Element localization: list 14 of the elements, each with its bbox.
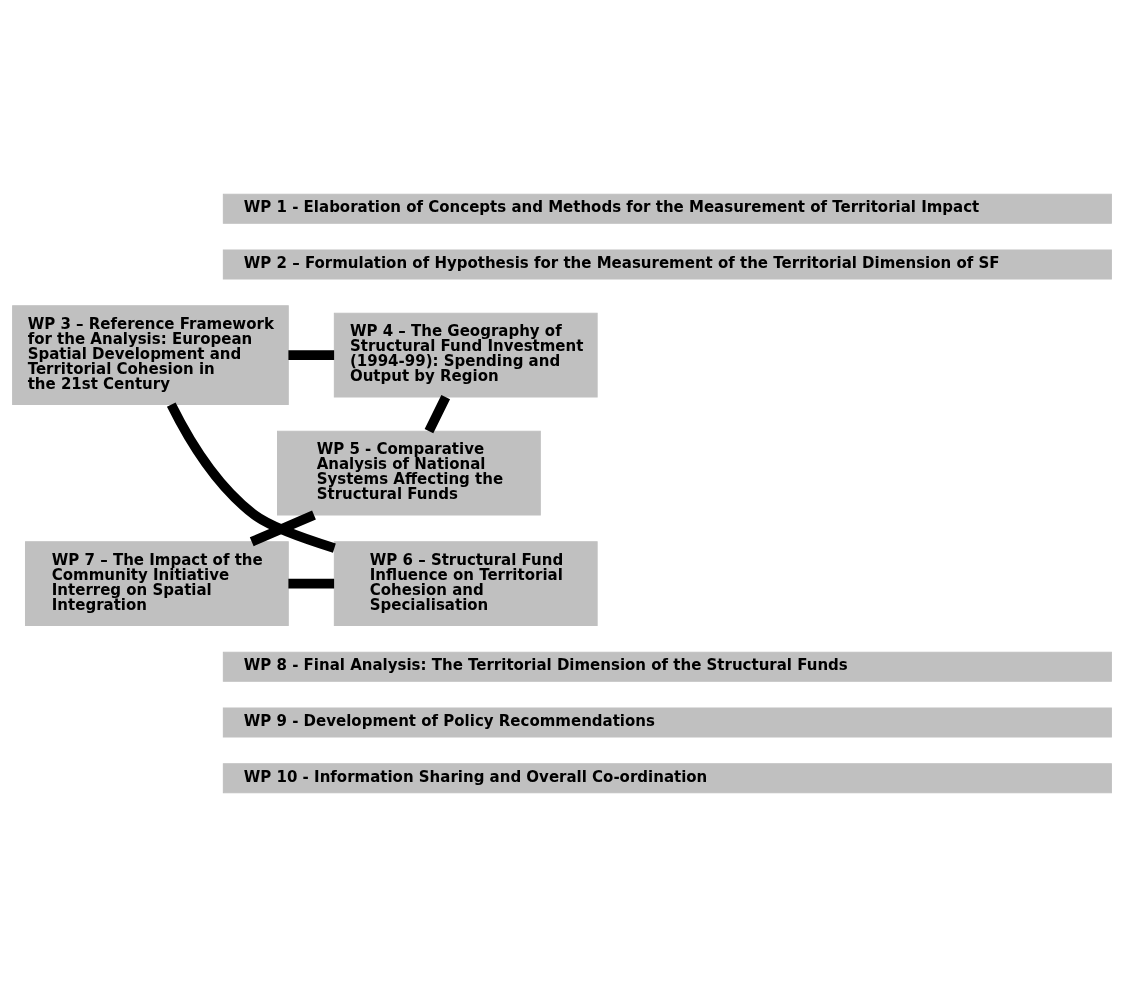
node-box: WP 6 – Structural Fund Influence on Territorial Cohesion and Specialisation — [333, 540, 598, 626]
node-box: WP 7 – The Impact of the Community Initiative Interreg on Spatial Integration — [24, 540, 289, 626]
node-box: WP 9 - Development of Policy Recommendations — [222, 706, 1112, 737]
connector — [288, 578, 335, 588]
connector — [424, 394, 451, 433]
connector — [288, 349, 335, 360]
node-box: WP 8 - Final Analysis: The Territorial Dimension of the Structural Funds — [222, 651, 1112, 682]
node-box: WP 2 – Formulation of Hypothesis for the Measurement of the Territorial Dimension of SF — [222, 249, 1112, 280]
connector — [166, 402, 336, 553]
node-box: WP 10 - Information Sharing and Overall Co-ordination — [222, 762, 1112, 793]
node-box: WP 1 - Elaboration of Concepts and Methods for the Measurement of Territorial Impact — [222, 193, 1112, 224]
node-box: WP 3 – Reference Framework for the Analysis: European Spatial Development and Territorial Cohesion in the 21st Century — [12, 304, 289, 405]
node-box: WP 4 – The Geography of Structural Fund Investment (1994-99): Spending and Output by Region — [333, 312, 598, 397]
node-box: WP 5 - Comparative Analysis of National Systems Affecting the Structural Funds — [277, 430, 541, 515]
